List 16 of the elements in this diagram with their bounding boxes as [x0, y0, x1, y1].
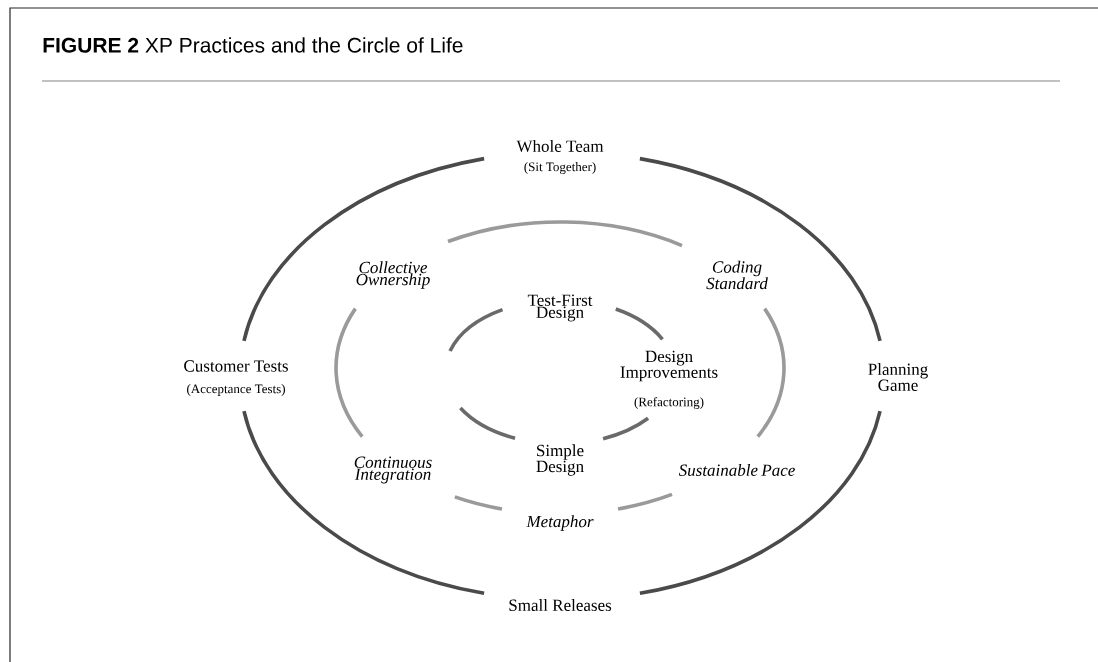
practice-label: Sustainable Pace	[678, 464, 795, 476]
practice-label: Continuous Integration	[354, 456, 432, 484]
practice-label: (Acceptance Tests)	[187, 384, 285, 396]
practice-label: Simple Design	[536, 444, 584, 476]
practice-label: Metaphor	[526, 515, 594, 531]
practice-label: (Refactoring)	[634, 397, 704, 409]
practice-label: Design Improvements	[620, 350, 718, 382]
practice-label: Whole Team	[516, 139, 604, 152]
practice-label: Customer Tests	[184, 360, 288, 372]
practice-label: Test-First Design	[527, 294, 593, 322]
practice-label: (Sit Together)	[524, 162, 596, 174]
practice-label: Coding Standard	[706, 260, 768, 290]
figure-title: FIGURE 2 XP Practices and the Circle of Life	[43, 37, 463, 53]
practice-label: Small Releases	[509, 599, 612, 611]
practice-label: Collective Ownership	[356, 261, 430, 289]
practice-label: Planning Game	[868, 363, 928, 391]
